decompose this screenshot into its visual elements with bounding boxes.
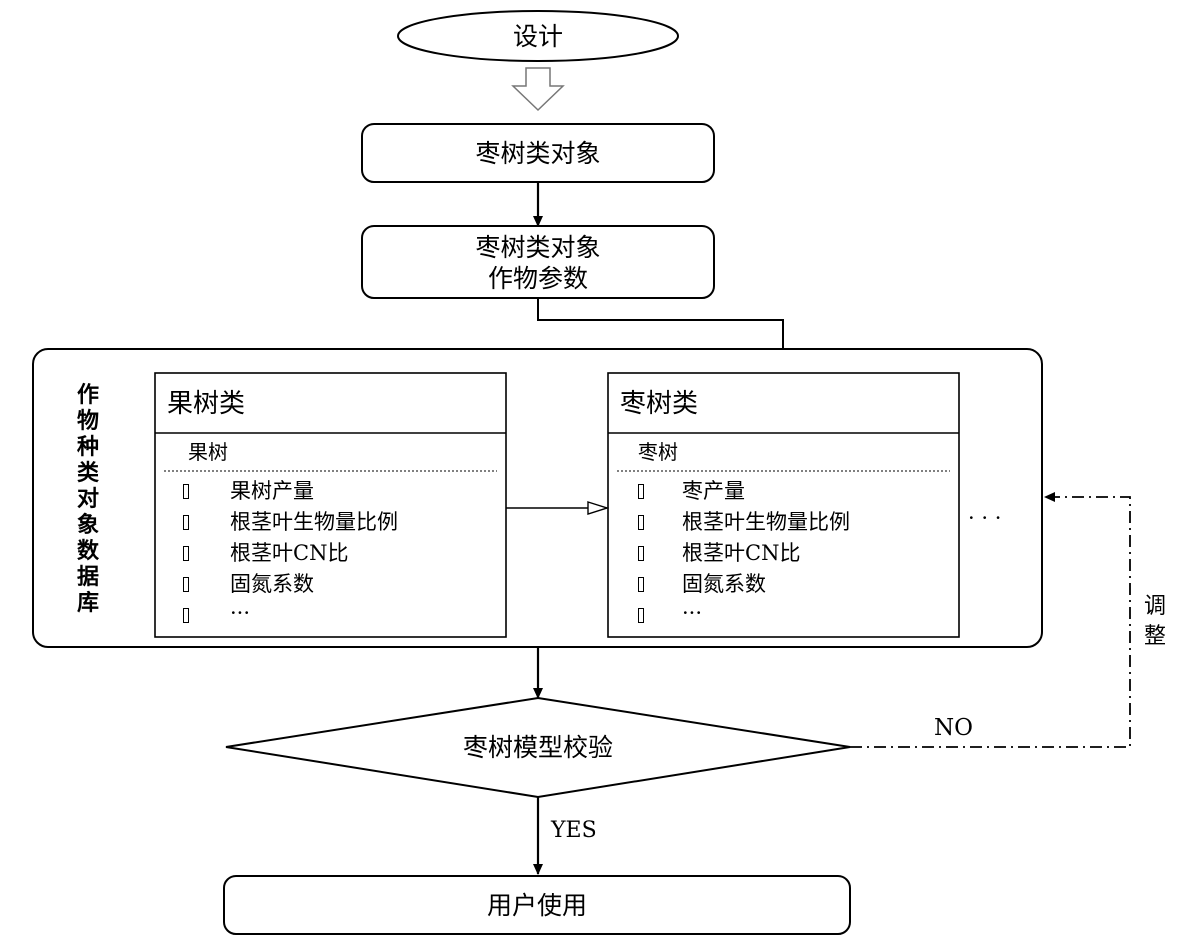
jujube-attribute: ··· [682,601,703,625]
validate-label: 枣树模型校验 [462,733,613,762]
fruit-attribute: 果树产量 [230,479,314,503]
edge-params-database [537,298,788,373]
bullet-icon [183,546,189,561]
params-label-line2: 作物参数 [487,264,588,293]
bullet-icon [183,515,189,530]
jujube-attribute: 根茎叶生物量比例 [682,510,850,534]
jujube-attribute: 根茎叶CN比 [682,541,801,565]
jujube-class-title: 枣树类 [620,389,699,419]
params-label-line1: 枣树类对象 [475,233,601,262]
hollow-arrow-icon [511,67,565,112]
bullet-icon [183,608,189,623]
start-node [397,10,679,62]
no-label: NO [934,715,973,741]
more-classes-ellipsis: · · · [968,506,1002,530]
fruit-class-box [154,372,507,638]
jujube-class-box [607,372,960,638]
bullet-icon [638,546,644,561]
bullet-icon [183,577,189,592]
yes-label: YES [551,818,597,843]
end-label: 用户使用 [486,891,587,920]
jujube-attribute: 固氮系数 [682,572,766,596]
jujube-attribute: 枣产量 [682,479,745,503]
fruit-attribute: ··· [230,601,251,625]
fruit-attribute: 根茎叶CN比 [230,541,349,565]
start-label: 设计 [512,22,563,51]
bullet-icon [638,484,644,499]
bullet-icon [638,515,644,530]
adjust-label: 调整 [1143,594,1166,649]
bullet-icon [638,608,644,623]
fruit-class-title: 果树类 [167,389,246,419]
object-label: 枣树类对象 [475,139,601,168]
bullet-icon [638,577,644,592]
fruit-attribute: 固氮系数 [230,572,314,596]
fruit-attribute: 根茎叶生物量比例 [230,510,398,534]
database-label: 作物种类对象数据库 [76,382,99,616]
end-node [223,875,851,935]
fruit-class-subtitle: 果树 [188,440,228,464]
bullet-icon [183,484,189,499]
jujube-class-subtitle: 枣树 [638,440,678,464]
